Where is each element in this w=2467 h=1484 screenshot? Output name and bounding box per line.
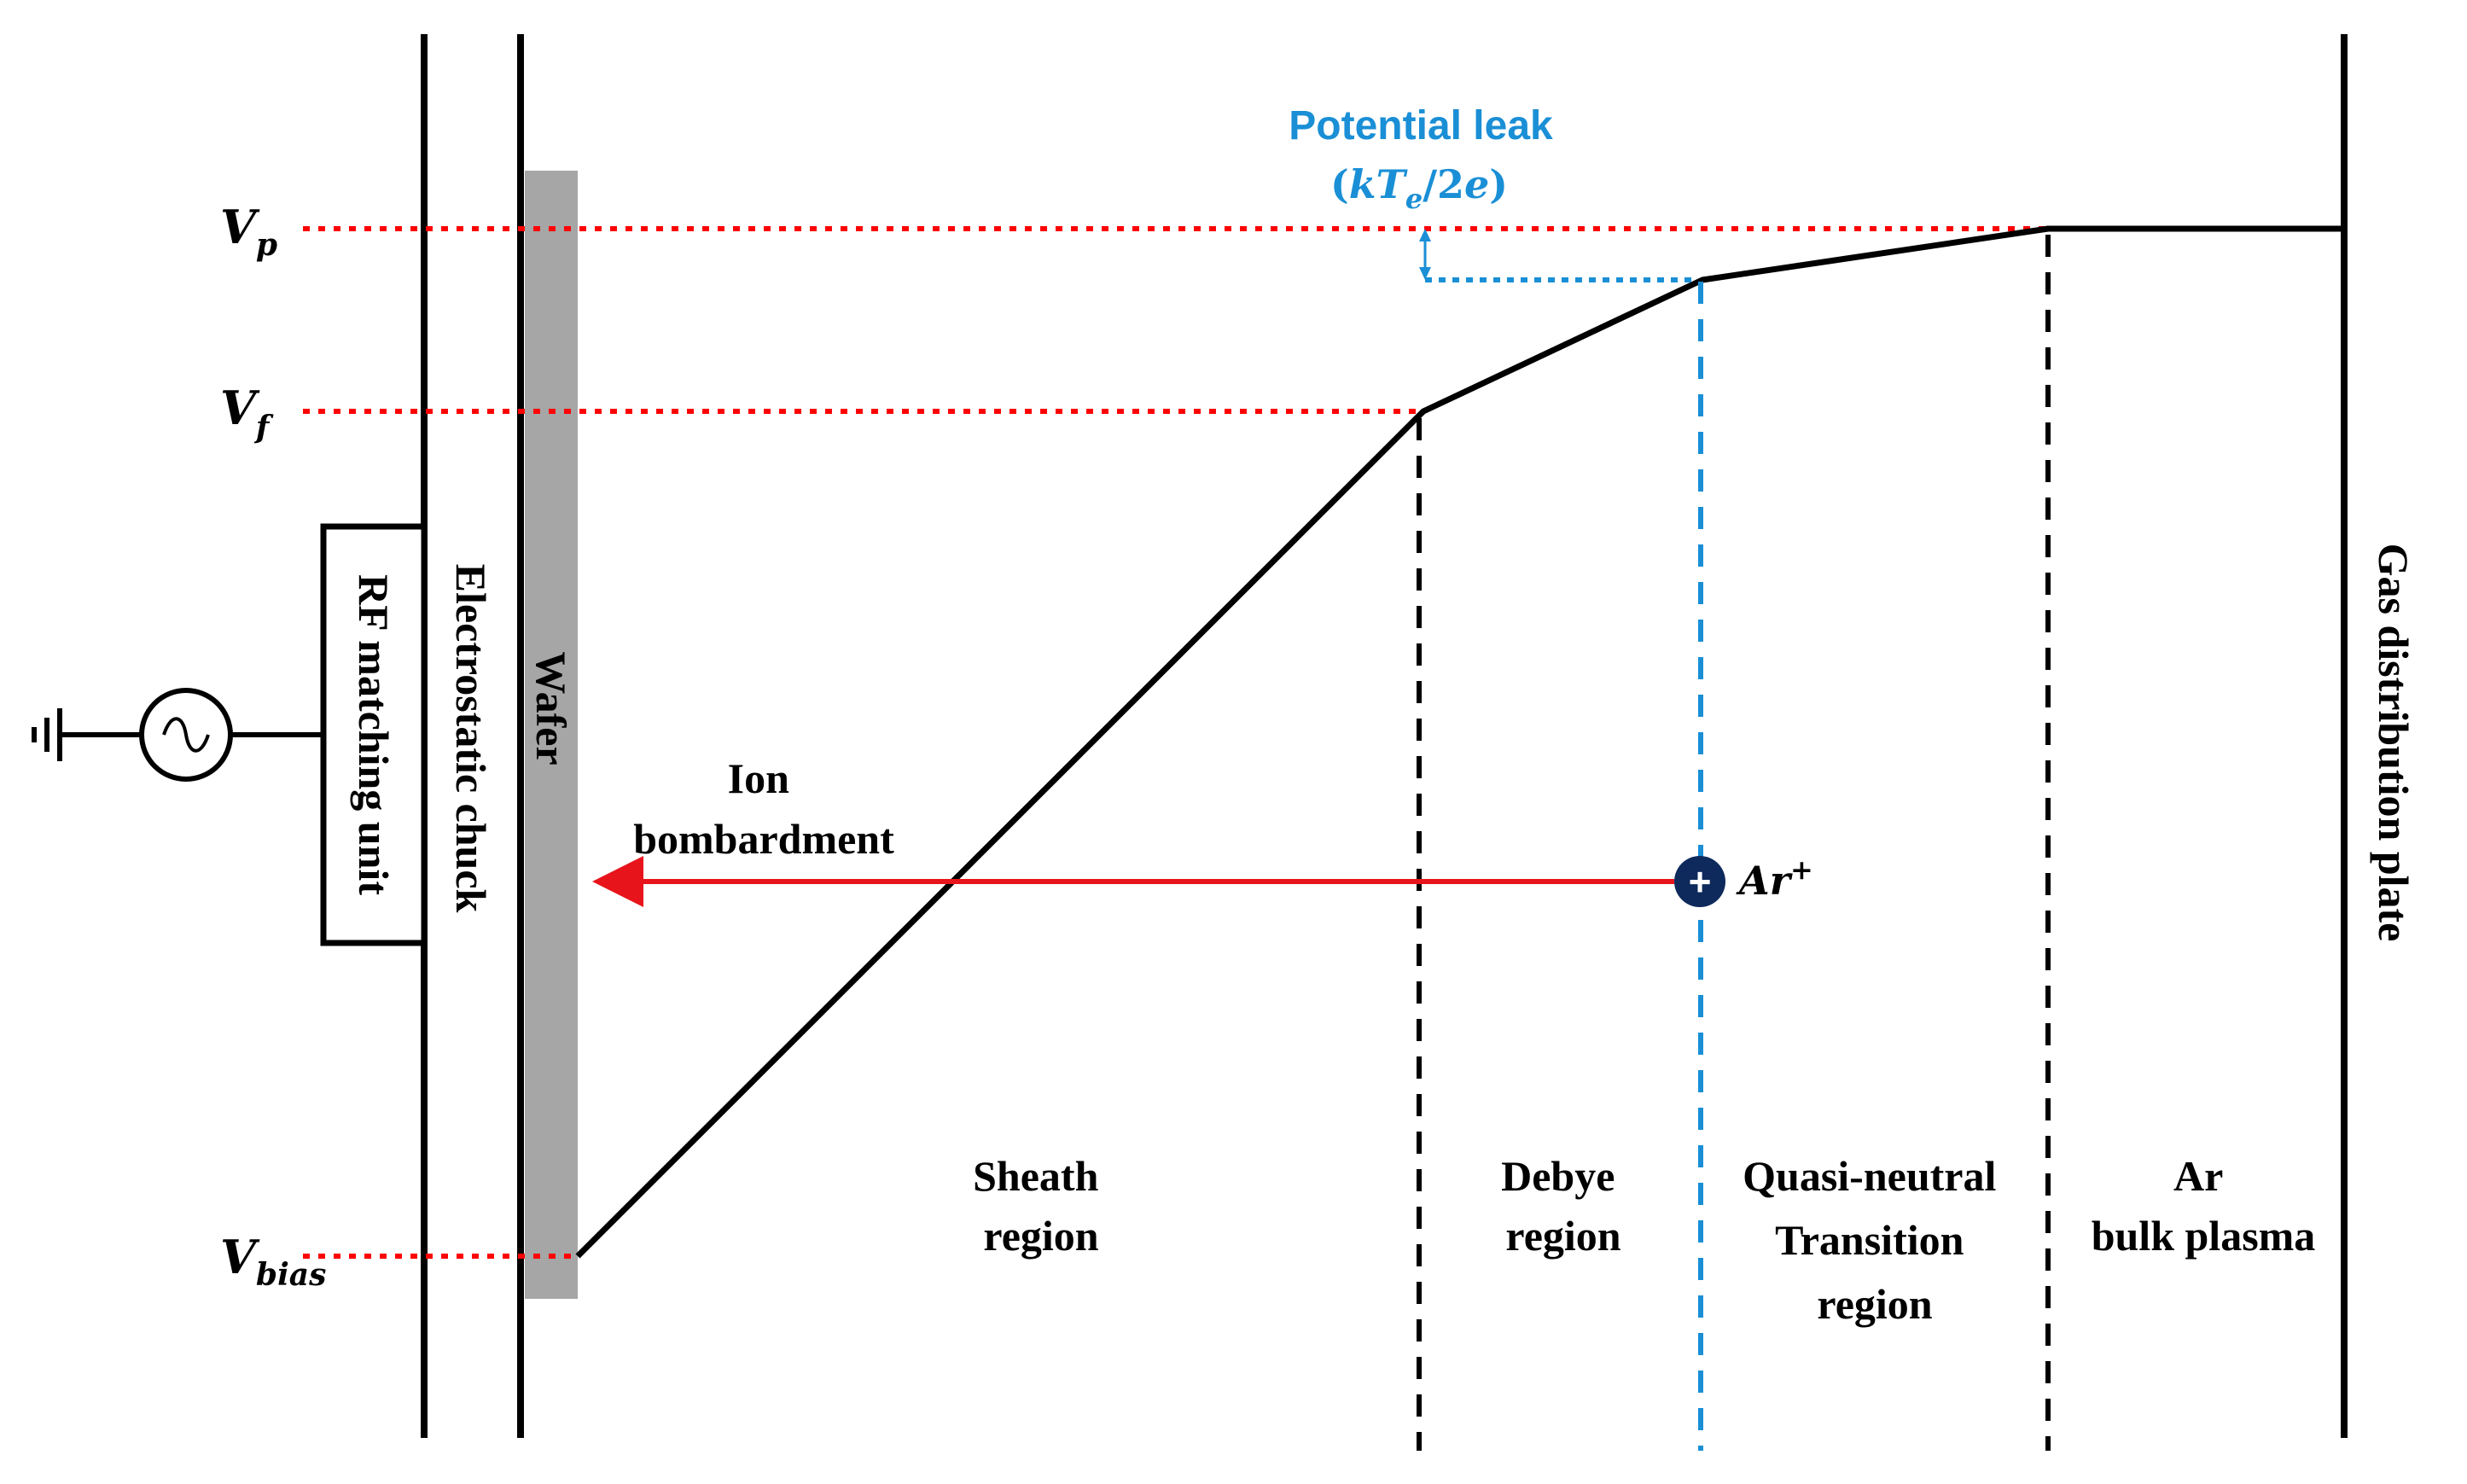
leak-arrow-head-bottom bbox=[1419, 267, 1431, 280]
electrostatic-chuck-label: Electrostatic chuck bbox=[447, 564, 495, 913]
vbias-label: Vbias bbox=[220, 1230, 326, 1293]
vp-label: Vp bbox=[220, 200, 277, 263]
debye-region-label: Debye region bbox=[1501, 1152, 1626, 1260]
ion-label: Ar+ bbox=[1736, 853, 1813, 904]
gas-distribution-plate-label: Gas distribution plate bbox=[2370, 544, 2418, 942]
bulk-plasma-label: Ar bulk plasma bbox=[2092, 1152, 2316, 1260]
quasi-neutral-region-label: Quasi-neutral Transition region bbox=[1743, 1152, 2007, 1328]
potential-leak-title: Potential leak bbox=[1289, 103, 1553, 148]
sheath-region-label: Sheath region bbox=[973, 1152, 1109, 1260]
rf-wave bbox=[162, 717, 210, 753]
potential-profile bbox=[575, 225, 2344, 1259]
wafer-label: Wafer bbox=[527, 651, 575, 765]
wafer-bar bbox=[525, 171, 578, 1299]
ion-bombardment-label: Ion bombardment bbox=[633, 754, 894, 863]
leak-arrow-head-top bbox=[1419, 229, 1431, 242]
potential-leak-formula: (kTe/2e) bbox=[1330, 161, 1508, 215]
rf-matching-unit-label: RF matching unit bbox=[350, 574, 398, 895]
ground-icon bbox=[32, 708, 62, 761]
ion-plus-sign: + bbox=[1689, 859, 1712, 904]
ar-ion bbox=[1674, 856, 1725, 907]
vf-label: Vf bbox=[220, 381, 274, 445]
